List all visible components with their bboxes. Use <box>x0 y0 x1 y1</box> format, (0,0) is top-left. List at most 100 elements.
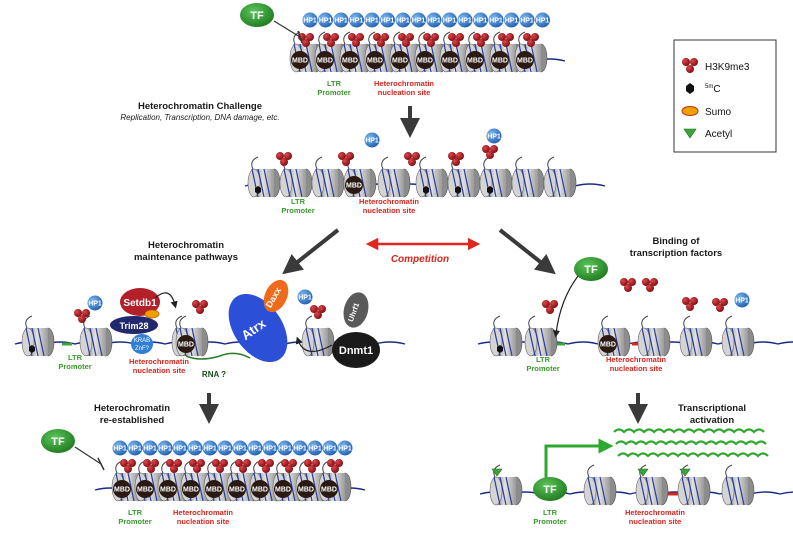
maintenance-title-2: maintenance pathways <box>134 252 238 263</box>
atrx-daxx-complex: Atrx Daxx <box>228 279 289 363</box>
mbd-protein <box>345 176 363 194</box>
challenge-title: Heterochromatin Challenge <box>138 101 262 112</box>
setdb1-complex: Setdb1 Trim28 KRAB ZnF? <box>110 288 178 354</box>
sumo-icon <box>681 106 699 116</box>
h3k9me3-mark <box>498 33 514 47</box>
mbd-label: MBD <box>392 58 408 65</box>
transcript-waves <box>613 428 769 458</box>
nucleosome: MBD <box>318 460 352 502</box>
h3k9me3-mark <box>304 459 320 473</box>
binding-title-2: transcription factors <box>630 248 722 259</box>
histone-marks <box>74 33 728 473</box>
mbd-protein <box>441 51 459 69</box>
hp1-protein: HP1 <box>217 440 233 456</box>
nucleosome <box>247 156 281 198</box>
hp1-protein: HP1 <box>292 440 308 456</box>
hp1-protein: HP1 <box>457 12 473 28</box>
svg-text:HP1: HP1 <box>293 445 307 452</box>
hp1-protein: HP1 <box>349 12 364 28</box>
h3k9me3-mark <box>620 278 636 292</box>
mbd-label: MBD <box>517 58 533 65</box>
hp1-protein: HP1 <box>322 440 338 456</box>
h3k9me3-mark <box>310 305 326 319</box>
binding-title-1: Binding of <box>653 236 701 247</box>
nucleosome <box>311 156 345 198</box>
mbd-protein <box>205 480 223 498</box>
nucleosome: MBD <box>249 460 283 502</box>
nucleosome <box>489 315 523 357</box>
mbd-protein <box>159 480 177 498</box>
h3k9me3-mark <box>327 459 343 473</box>
svg-text:KRAB: KRAB <box>134 338 150 344</box>
mbd-protein <box>251 480 269 498</box>
hp1-protein: HP1 <box>442 12 457 28</box>
h3k9me3-mark <box>281 459 297 473</box>
h3k9me3-mark <box>323 33 339 47</box>
nucleosome: MBD <box>489 31 523 73</box>
tf-label: TF <box>250 10 264 22</box>
svg-text:nucleation site: nucleation site <box>610 364 663 373</box>
svg-text:LTR: LTR <box>327 79 342 88</box>
nucleosome: MBD <box>414 31 448 73</box>
h3k9me3-icon <box>682 58 698 73</box>
mbd-protein <box>228 480 246 498</box>
rna-label: RNA ? <box>202 370 226 379</box>
nucleosome <box>524 315 558 357</box>
h3k9me3-mark <box>276 152 292 166</box>
h3k9me3-mark <box>712 298 728 312</box>
svg-text:HP1: HP1 <box>308 445 322 452</box>
legend-h3k9me3: H3K9me3 <box>705 62 750 73</box>
svg-text:HP1: HP1 <box>188 445 202 452</box>
svg-text:Promoter: Promoter <box>526 364 559 373</box>
h3k9me3-mark <box>338 152 354 166</box>
mbd-label: MBD <box>467 58 483 65</box>
mbd-label: MBD <box>137 487 153 494</box>
h3k9me3-mark <box>373 33 389 47</box>
transcript-wave <box>615 440 767 446</box>
hp1-protein: HP1 <box>364 12 380 28</box>
methyl-c-mark <box>455 186 461 194</box>
methyl-c-mark <box>29 345 35 353</box>
mbd-label: MBD <box>321 487 337 494</box>
mbd-protein <box>136 480 154 498</box>
svg-text:TF: TF <box>51 436 65 448</box>
hp1-protein: HP1 <box>519 12 535 28</box>
svg-text:Promoter: Promoter <box>281 206 314 215</box>
svg-text:Heterochromatin: Heterochromatin <box>173 508 233 517</box>
svg-text:LTR: LTR <box>68 353 83 362</box>
tf-binding: TF <box>552 257 608 338</box>
svg-text:HP1: HP1 <box>443 17 457 24</box>
svg-text:HP1: HP1 <box>143 445 157 452</box>
mbd-label: MBD <box>367 58 383 65</box>
tf-reestablished: TF <box>41 429 105 471</box>
mbd-label: MBD <box>275 487 291 494</box>
hp1-protein: HP1 <box>486 128 502 144</box>
h3k9me3-mark <box>74 309 90 323</box>
hp1-protein: HP1 <box>277 440 293 456</box>
hp1-protein: HP1 <box>112 440 128 456</box>
svg-text:HP1: HP1 <box>334 17 348 24</box>
svg-text:HP1: HP1 <box>203 445 217 452</box>
mbd-label: MBD <box>298 487 314 494</box>
nucleosome: MBD <box>389 31 423 73</box>
mbd-protein <box>274 480 292 498</box>
ltr-promoter-label-top: LTR Promoter <box>317 79 350 97</box>
svg-text:HP1: HP1 <box>536 17 550 24</box>
svg-text:HP1: HP1 <box>248 445 262 452</box>
hp1-protein: HP1 <box>172 440 188 456</box>
ltr-promoter-label-left: LTR Promoter <box>58 353 91 371</box>
mbd-protein <box>182 480 200 498</box>
svg-text:HP1: HP1 <box>365 17 379 24</box>
hp1-protein: HP1 <box>380 12 395 28</box>
h3k9me3-mark <box>482 145 498 159</box>
mbd-protein <box>177 335 195 353</box>
hp1-protein: HP1 <box>142 440 158 456</box>
h3k9me3-mark <box>404 152 420 166</box>
h3k9me3-mark <box>523 33 539 47</box>
svg-text:LTR: LTR <box>543 508 558 517</box>
svg-text:nucleation site: nucleation site <box>363 206 416 215</box>
hp1-protein: HP1 <box>473 12 488 28</box>
svg-text:HP1: HP1 <box>338 445 352 452</box>
methyl-c-icon <box>686 83 694 94</box>
mbd-label: MBD <box>492 58 508 65</box>
